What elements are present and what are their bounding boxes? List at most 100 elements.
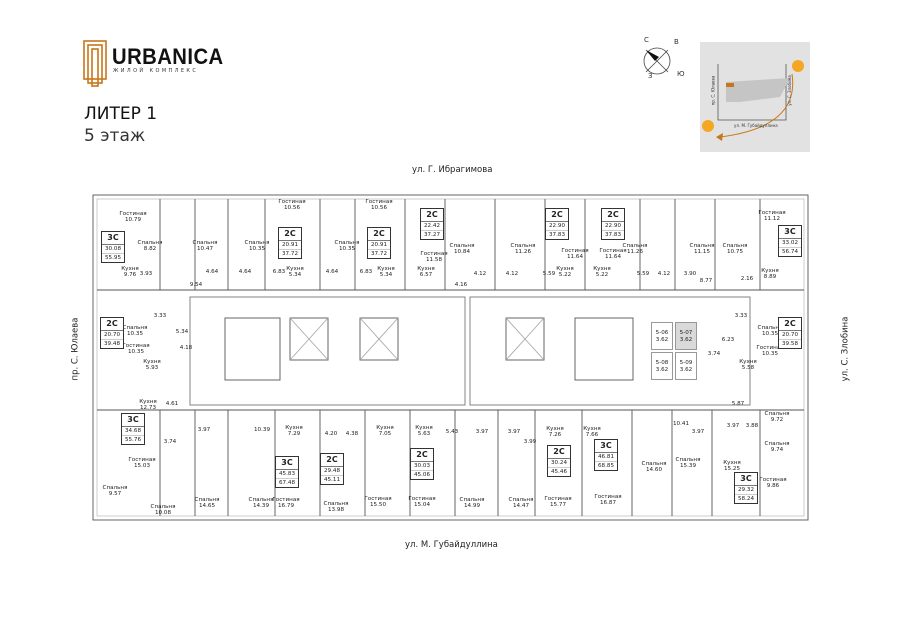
room-area: 3.74 — [707, 351, 721, 357]
room-area: 7.66 — [585, 432, 599, 439]
room-area: 5.34 — [379, 272, 393, 279]
room-name: Спальня — [764, 411, 790, 417]
room-name: Спальня — [622, 243, 648, 249]
area-label: 3.97 — [727, 423, 739, 429]
storage-area: 3.62 — [655, 337, 669, 343]
room-area: 3.97 — [197, 427, 211, 433]
room-name: Кухня — [546, 426, 564, 432]
room-name: Спальня — [192, 240, 218, 246]
room-name: Кухня — [121, 266, 139, 272]
room-name: Гостиная — [272, 497, 300, 503]
room-area: 4.64 — [205, 269, 219, 275]
area-label: 4.20 — [325, 431, 337, 437]
total-area: 37.72 — [281, 251, 298, 257]
room-area: 9.57 — [108, 491, 122, 498]
room-area: 3.97 — [691, 429, 705, 435]
living-area: 20.70 — [779, 331, 801, 340]
room-area: 11.12 — [763, 216, 781, 223]
room-name: Гостиная — [122, 343, 150, 349]
room-area: 10.79 — [124, 217, 142, 224]
room-name: Кухня — [593, 266, 611, 272]
room-name: Спальня — [764, 441, 790, 447]
area-label: 3.74 — [708, 351, 720, 357]
total-area: 45.06 — [413, 472, 430, 478]
storage-id: 5-07 — [679, 330, 693, 336]
room-area: 6.23 — [721, 337, 735, 343]
room-area: 6.83 — [272, 269, 286, 275]
apartment-type: 2С — [546, 209, 568, 222]
room-area: 3.33 — [153, 313, 167, 319]
apartment-type: 3С — [779, 226, 801, 239]
room-area: 10.75 — [726, 249, 744, 256]
room-name: Гостиная — [544, 496, 572, 502]
room-name: Спальня — [508, 497, 534, 503]
brand-subtitle: ЖИЛОЙ КОМПЛЕКС — [113, 68, 199, 74]
room-area: 14.39 — [252, 503, 270, 510]
room-area: 16.87 — [599, 500, 617, 507]
area-label: 3.90 — [684, 271, 696, 277]
room-name: Кухня — [583, 426, 601, 432]
sun-icon — [792, 60, 804, 72]
room-area: 11.15 — [693, 249, 711, 256]
room-name: Кухня — [143, 359, 161, 365]
floor-title: 5 этаж — [84, 126, 146, 146]
room-name: Гостиная — [408, 496, 436, 502]
total-area: 39.48 — [103, 341, 120, 347]
room-area: 16.79 — [277, 503, 295, 510]
sun-icon — [702, 120, 714, 132]
apartment-type: 2С — [411, 449, 433, 462]
apartment-type: 2С — [101, 318, 123, 331]
room-area: 15.39 — [679, 463, 697, 470]
room-area: 12.73 — [139, 405, 156, 412]
area-label: 5.34 — [176, 329, 188, 335]
apartment-type: 2С — [279, 228, 301, 241]
room-area: 11.26 — [626, 249, 644, 256]
apartment-type: 2С — [602, 209, 624, 222]
room-name: Кухня — [417, 266, 435, 272]
storage-id: 5-09 — [679, 360, 693, 366]
total-area: 45.11 — [323, 477, 340, 483]
apartment-type: 3С — [122, 414, 144, 427]
room-name: Кухня — [556, 266, 574, 272]
area-label: 4.12 — [658, 271, 670, 277]
room-name: Спальня — [449, 243, 475, 249]
room-area: 4.64 — [325, 269, 339, 275]
area-label: 4.12 — [474, 271, 486, 277]
living-area: 20.91 — [368, 241, 390, 250]
minimap-drawing — [702, 60, 804, 141]
room-area: 10.35 — [761, 351, 779, 358]
room-name: Спальня — [248, 497, 274, 503]
street-bottom: ул. М. Губайдуллина — [405, 540, 498, 550]
room-area: 5.59 — [636, 271, 650, 277]
room-area: 7.05 — [378, 431, 392, 438]
